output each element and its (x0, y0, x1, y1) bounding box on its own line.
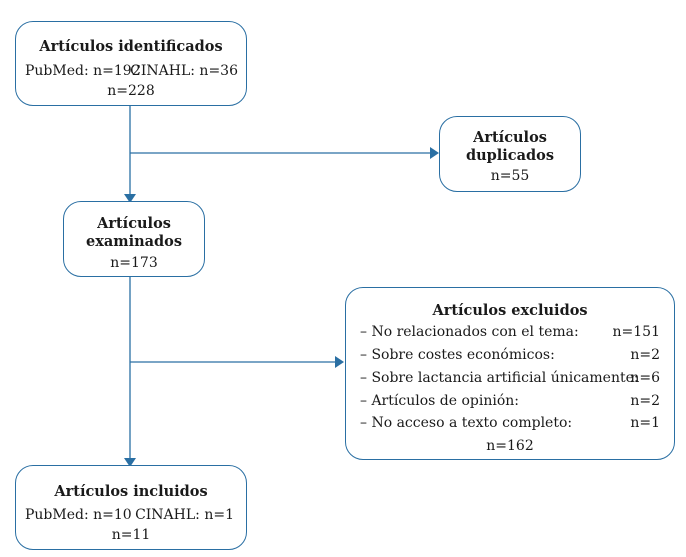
excluded-item-label: – No relacionados con el tema: (360, 324, 579, 340)
excluded-item-label: – Sobre costes económicos: (360, 347, 555, 363)
included-pubmed: PubMed: n=10 (25, 507, 132, 523)
excluded-item-value: n=6 (630, 370, 660, 386)
identified-box: Artículos identificados PubMed: n=192 CI… (15, 21, 247, 106)
identified-total: n=228 (107, 83, 155, 99)
identified-pubmed: PubMed: n=192 (25, 63, 141, 79)
excluded-item-value: n=151 (612, 324, 660, 340)
excluded-box: Artículos excluidos – No relacionados co… (345, 287, 675, 460)
identified-cinahl: CINAHL: n=36 (130, 63, 238, 79)
duplicates-box: Artículos duplicados n=55 (439, 116, 581, 192)
arrowhead-to-excluded (335, 356, 344, 368)
examined-title-line2: examinados (85, 233, 183, 250)
duplicates-title-line2: duplicados (465, 147, 555, 164)
arrowhead-to-duplicates (430, 147, 439, 159)
included-box: Artículos incluidos PubMed: n=10 CINAHL:… (15, 465, 247, 550)
excluded-item-label: – Artículos de opinión: (360, 393, 519, 409)
excluded-item-label: – No acceso a texto completo: (360, 415, 573, 431)
examined-total: n=173 (110, 255, 158, 271)
included-title: Artículos incluidos (54, 483, 208, 500)
duplicates-title-line1: Artículos (473, 129, 547, 146)
excluded-title: Artículos excluidos (432, 302, 588, 319)
excluded-item-value: n=2 (630, 347, 660, 363)
included-cinahl: CINAHL: n=1 (135, 507, 234, 523)
duplicates-total: n=55 (490, 168, 530, 184)
examined-box: Artículos examinados n=173 (63, 201, 205, 277)
arrowhead-to-included (124, 458, 136, 467)
excluded-item-label: – Sobre lactancia artificial únicamente: (360, 370, 639, 386)
arrowhead-to-examined (124, 194, 136, 203)
examined-title-line1: Artículos (97, 215, 171, 232)
included-total: n=11 (111, 527, 151, 543)
excluded-item-value: n=1 (630, 415, 660, 431)
excluded-item-value: n=2 (630, 393, 660, 409)
excluded-total: n=162 (486, 438, 534, 454)
identified-title: Artículos identificados (39, 38, 223, 55)
